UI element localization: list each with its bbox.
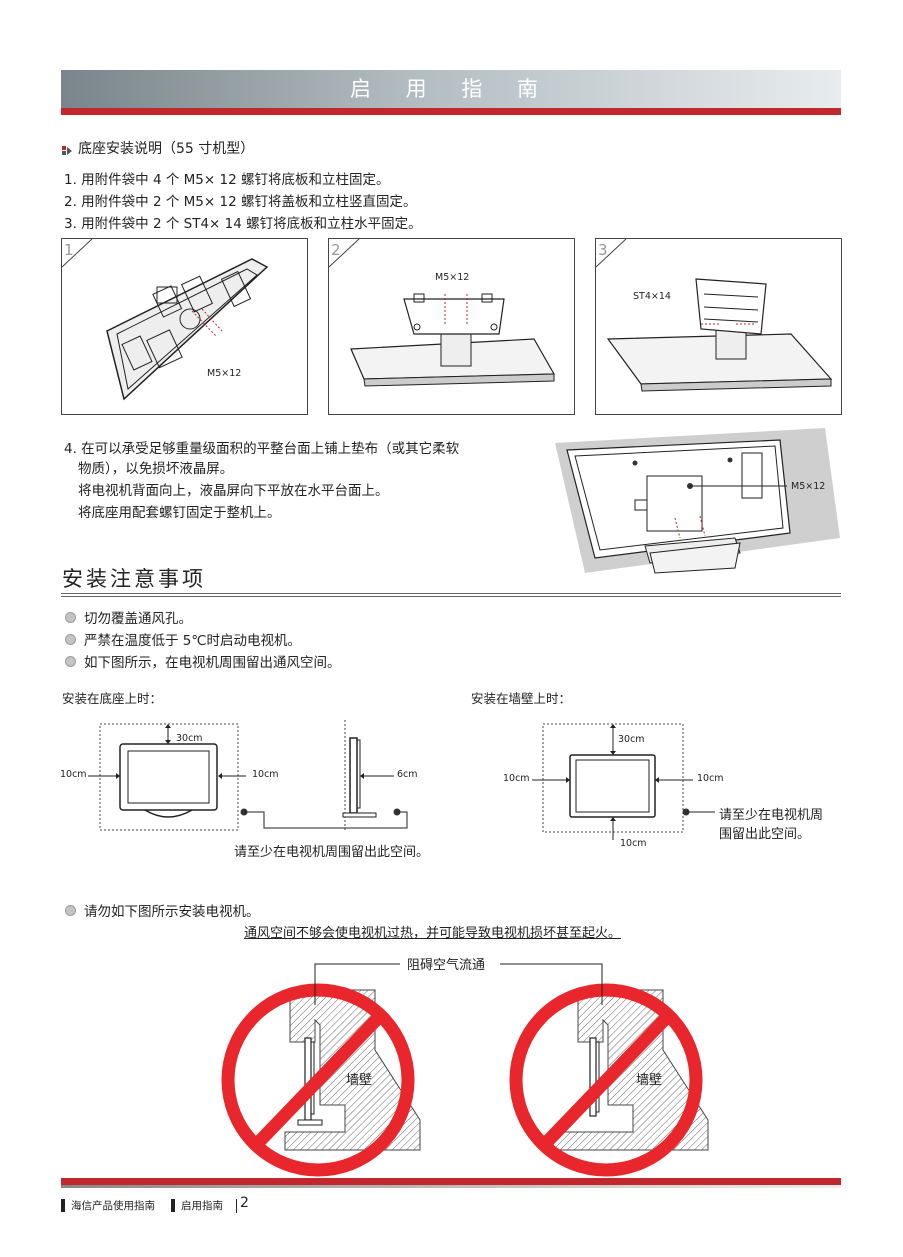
footer-section: 启用指南 xyxy=(181,1200,223,1212)
step3-panel: 3 ST4×14 xyxy=(595,238,842,415)
wall-clearance-diagram: 30cm 10cm 10cm 10cm 请至少在电视机周 围留出此空间。 xyxy=(500,722,845,852)
wall-label-left: 墙壁 xyxy=(346,1073,373,1088)
section-arrow-icon xyxy=(62,141,72,155)
panel-2-label: M5×12 xyxy=(435,272,470,283)
stand-side-label: 6cm xyxy=(397,769,418,780)
footer-gradient-line xyxy=(61,1185,841,1188)
header-bar xyxy=(61,70,841,108)
stand-note: 请至少在电视机周围留出此空间。 xyxy=(234,845,430,860)
page-title: 启 用 指 南 xyxy=(349,77,553,101)
page-number: 2 xyxy=(240,1195,249,1211)
footer-brand: 海信产品使用指南 xyxy=(71,1200,155,1212)
footer-mark xyxy=(171,1199,175,1212)
panel-1-number: 1 xyxy=(64,241,74,259)
stand-top-label: 30cm xyxy=(176,733,203,744)
footer-divider xyxy=(236,1199,237,1213)
step2-panel: 2 M5×12 xyxy=(328,238,575,415)
step-1: 1. 用附件袋中 4 个 M5× 12 螺钉将底板和立柱固定。 xyxy=(64,172,390,188)
stand-clearance-diagram: 30cm 10cm 10cm 6cm 请至少在电视机周围留出此空间。 xyxy=(60,720,480,865)
wall-install-title: 安装在墙壁上时： xyxy=(471,691,572,706)
bullet-icon xyxy=(65,656,76,667)
precaution-2: 严禁在温度低于 5℃时启动电视机。 xyxy=(84,633,302,649)
precaution-1: 切勿覆盖通风孔。 xyxy=(84,611,192,627)
step-2: 2. 用附件袋中 2 个 M5× 12 螺钉将盖板和立柱竖直固定。 xyxy=(64,194,417,210)
panel-2-number: 2 xyxy=(331,241,341,259)
prohibited-install-diagram: 阻碍空气流通 墙壁 墙壁 xyxy=(210,950,709,1177)
footer-accent-line xyxy=(61,1178,841,1185)
warn-item: 请勿如下图所示安装电视机。 xyxy=(84,904,260,920)
wall-top-label: 30cm xyxy=(618,734,645,745)
title-rule-bottom xyxy=(61,596,841,597)
step-4-line2: 物质），以免损坏液晶屏。 xyxy=(78,461,234,477)
step-4-line3: 将电视机背面向上，液晶屏向下平放在水平台面上。 xyxy=(78,483,389,499)
wall-right-label: 10cm xyxy=(697,773,724,784)
panel-3-number: 3 xyxy=(598,241,608,259)
step1-panel: 1 M5×12 xyxy=(61,238,308,415)
step-4-line4: 将底座用配套螺钉固定于整机上。 xyxy=(78,505,281,521)
wall-bottom-label: 10cm xyxy=(620,838,647,849)
wall-note-line1: 请至少在电视机周 xyxy=(719,808,824,823)
step-3: 3. 用附件袋中 2 个 ST4× 14 螺钉将底板和立柱水平固定。 xyxy=(64,216,422,232)
stand-left-label: 10cm xyxy=(60,769,87,780)
stand-install-title: 安装在底座上时： xyxy=(62,691,163,706)
wall-left-label: 10cm xyxy=(503,773,530,784)
panel-1-label: M5×12 xyxy=(207,368,242,379)
step4-label: M5×12 xyxy=(791,481,826,492)
wall-label-right: 墙壁 xyxy=(636,1073,663,1088)
precaution-3: 如下图所示，在电视机周围留出通风空间。 xyxy=(84,655,341,671)
base-install-title: 底座安装说明（55 寸机型） xyxy=(78,141,255,157)
panel-3-label: ST4×14 xyxy=(633,291,671,302)
title-rule-top xyxy=(61,593,841,594)
wall-note-line2: 围留出此空间。 xyxy=(719,827,811,842)
header-accent-line xyxy=(61,108,841,115)
bullet-icon xyxy=(65,612,76,623)
bullet-icon xyxy=(65,905,76,916)
warn-caption: 通风空间不够会使电视机过热，并可能导致电视机损坏甚至起火。 xyxy=(244,926,622,941)
step-4-line1: 4. 在可以承受足够重量级面积的平整台面上铺上垫布（或其它柔软 xyxy=(64,441,460,457)
stand-right-label: 10cm xyxy=(252,769,279,780)
block-airflow-label: 阻碍空气流通 xyxy=(407,958,486,973)
precautions-title: 安装注意事项 xyxy=(62,567,206,591)
footer-mark xyxy=(61,1199,65,1212)
bullet-icon xyxy=(65,634,76,645)
step4-illustration: M5×12 xyxy=(555,428,840,576)
